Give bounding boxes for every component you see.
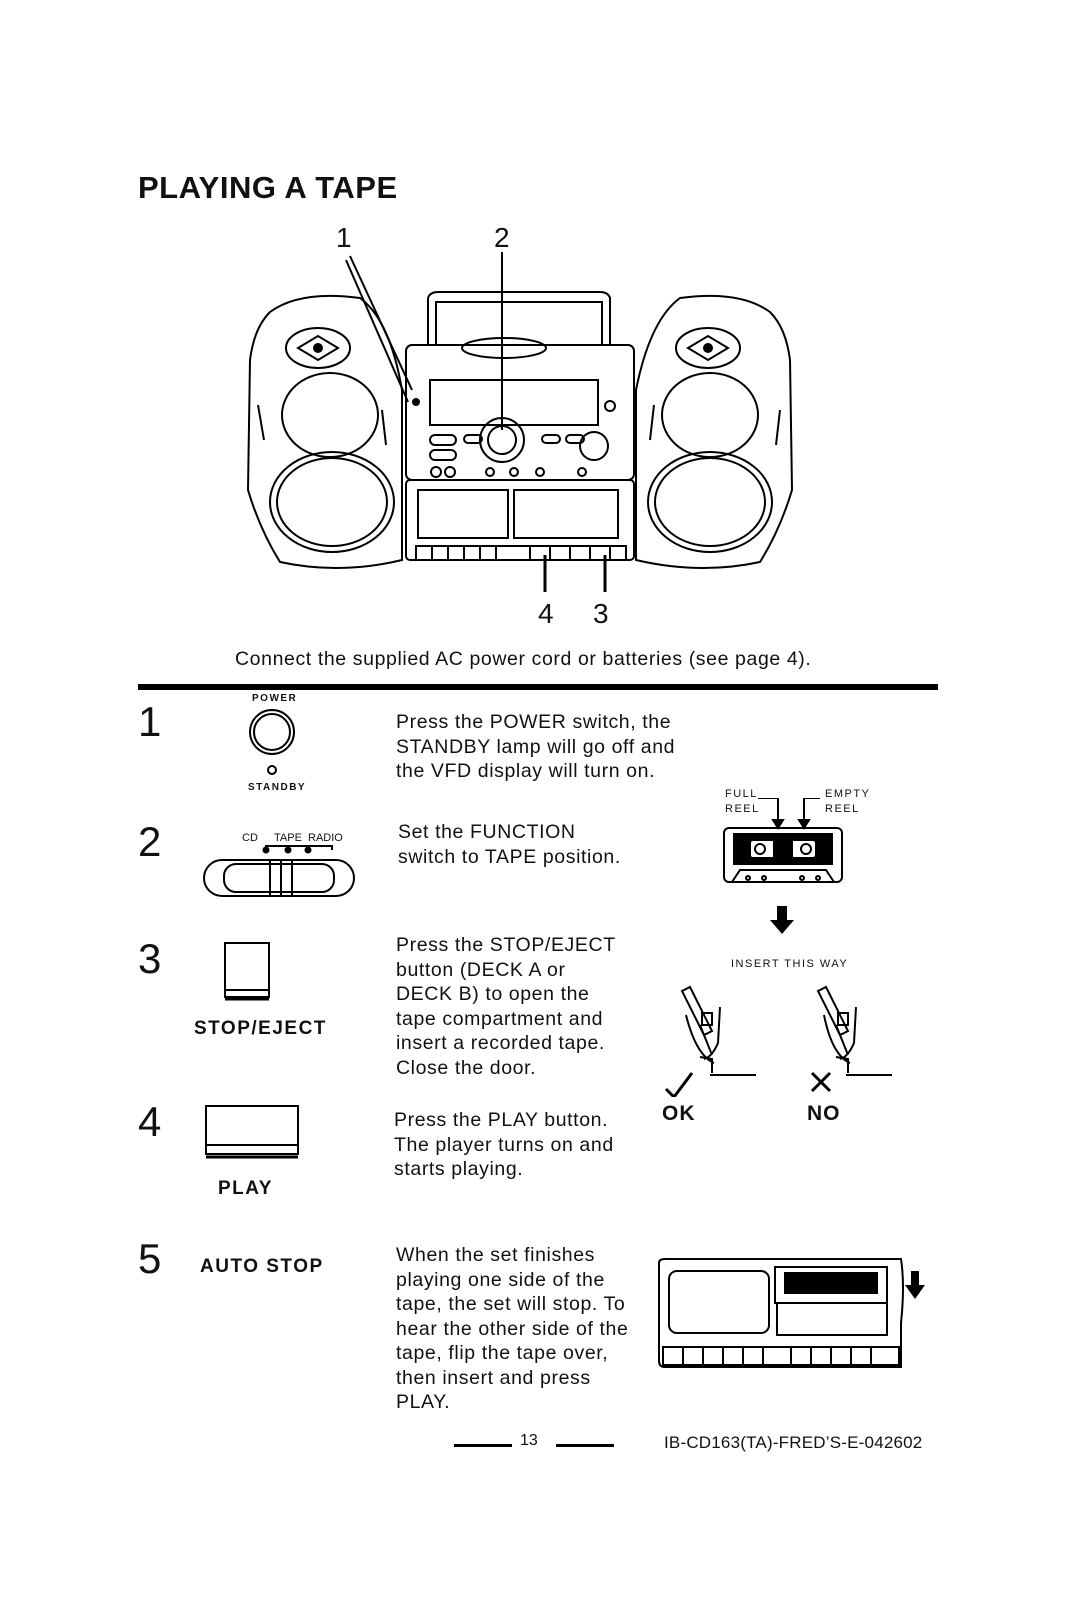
- footer-rule-left: [454, 1444, 512, 1447]
- standby-label: STANDBY: [248, 782, 307, 793]
- step-3-line-2: button (DECK A or: [396, 958, 566, 981]
- auto-stop-label: AUTO STOP: [200, 1256, 324, 1277]
- no-orientation: [816, 985, 892, 1076]
- left-speaker: [246, 294, 403, 569]
- full-reel-label: REEL: [725, 803, 760, 815]
- step-4-line-1: Press the PLAY button.: [394, 1109, 609, 1131]
- tape-deck-illustration: [658, 1258, 925, 1368]
- stop-eject-button-icon: [224, 942, 270, 1001]
- callout-2: 2: [494, 222, 510, 253]
- stereo-system-illustration: [246, 252, 794, 592]
- function-tape-label: TAPE: [274, 832, 302, 844]
- cassette-orientation-diagram: [664, 985, 892, 1097]
- step-1-line-1: Press the POWER switch, the: [396, 711, 672, 733]
- step-5-line-6: then insert and press: [396, 1366, 591, 1389]
- function-switch-icon: [203, 845, 355, 897]
- step-5-line-5: tape, flip the tape over,: [396, 1342, 609, 1364]
- step-5-line-3: tape, the set will stop. To: [396, 1293, 626, 1315]
- step-1-line-2: STANDBY lamp will go off and: [396, 735, 676, 758]
- step-2-line-1: Set the FUNCTION: [398, 821, 576, 843]
- step-5-text: When the set finishes playing one side o…: [396, 1243, 646, 1415]
- step-5-line-1: When the set finishes: [396, 1244, 596, 1266]
- empty-reel-label: REEL: [825, 803, 860, 815]
- play-button-icon: [205, 1105, 299, 1159]
- step-1-text: Press the POWER switch, the STANDBY lamp…: [396, 710, 706, 784]
- step-4-line-3: starts playing.: [394, 1158, 524, 1180]
- step-number-2: 2: [138, 818, 162, 865]
- full-label: FULL: [725, 788, 758, 800]
- step-3-line-3: DECK B) to open the: [396, 983, 590, 1005]
- play-label: PLAY: [218, 1178, 273, 1199]
- cassette-insert-diagram: [723, 798, 843, 934]
- step-2-text: Set the FUNCTION switch to TAPE position…: [398, 820, 638, 869]
- step-3-text: Press the STOP/EJECT button (DECK A or D…: [396, 933, 636, 1080]
- callout-3: 3: [593, 598, 609, 629]
- step-5-line-7: PLAY.: [396, 1391, 451, 1413]
- callout-1: 1: [336, 222, 352, 253]
- step-5-line-2: playing one side of the: [396, 1268, 605, 1291]
- step-3-line-1: Press the STOP/EJECT: [396, 934, 616, 956]
- stop-eject-label: STOP/EJECT: [194, 1018, 327, 1039]
- ok-orientation: [680, 985, 756, 1076]
- callout-4: 4: [538, 598, 554, 629]
- step-3-line-6: Close the door.: [396, 1056, 537, 1079]
- main-unit: [405, 291, 635, 561]
- check-icon: [664, 1072, 694, 1097]
- step-4-line-2: The player turns on and: [394, 1133, 614, 1156]
- document-code: IB-CD163(TA)-FRED’S-E-042602: [664, 1433, 923, 1452]
- no-label: NO: [807, 1102, 841, 1125]
- connect-power-instruction: Connect the supplied AC power cord or ba…: [235, 648, 812, 670]
- step-number-5: 5: [138, 1235, 162, 1282]
- insert-this-way-label: INSERT THIS WAY: [731, 958, 849, 970]
- power-button-icon: [249, 709, 295, 775]
- step-3-line-4: tape compartment and: [396, 1007, 604, 1030]
- page-number: 13: [520, 1432, 538, 1449]
- right-speaker: [635, 294, 794, 569]
- power-label: POWER: [252, 693, 298, 704]
- empty-label: EMPTY: [825, 788, 871, 800]
- function-cd-label: CD: [242, 832, 258, 844]
- section-divider: [138, 684, 938, 690]
- step-1-line-3: the VFD display will turn on.: [396, 760, 656, 782]
- step-number-3: 3: [138, 935, 162, 982]
- step-4-text: Press the PLAY button. The player turns …: [394, 1108, 644, 1182]
- step-number-1: 1: [138, 698, 162, 745]
- step-number-4: 4: [138, 1098, 162, 1145]
- step-5-line-4: hear the other side of the: [396, 1317, 629, 1340]
- step-2-line-2: switch to TAPE position.: [398, 845, 621, 868]
- page-title: PLAYING A TAPE: [138, 170, 398, 205]
- cross-icon: [810, 1071, 832, 1093]
- function-radio-label: RADIO: [308, 832, 343, 844]
- step-3-line-5: insert a recorded tape.: [396, 1032, 605, 1054]
- ok-label: OK: [662, 1102, 696, 1125]
- footer-rule-right: [556, 1444, 614, 1447]
